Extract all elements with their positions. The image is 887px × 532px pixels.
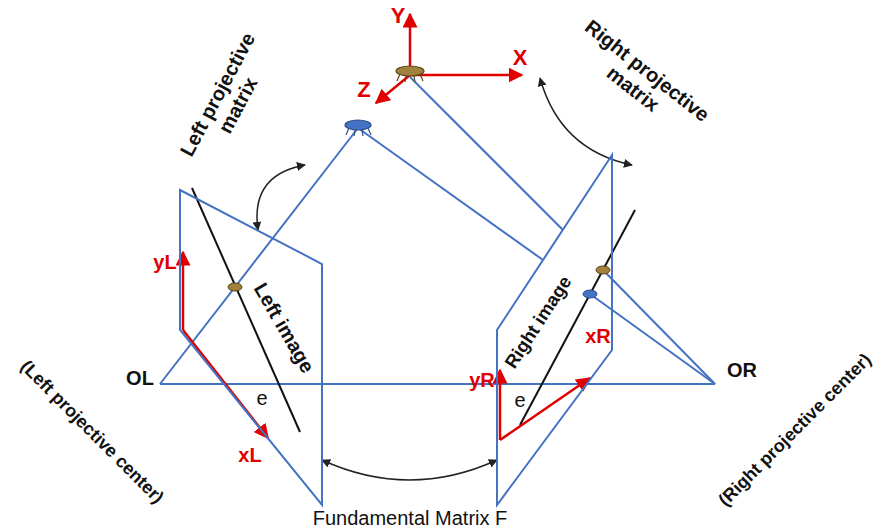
bug-ray	[358, 128, 543, 260]
object-brown	[396, 66, 424, 82]
fundamental-arrow	[322, 460, 497, 480]
annotation-label: Right projective matrix	[558, 9, 722, 151]
epipolar-lines	[192, 188, 635, 432]
left-ray	[160, 128, 358, 384]
image-plane-label: Right image	[500, 272, 575, 372]
plane-shape	[180, 190, 322, 505]
curved-arrow	[257, 165, 305, 230]
leg	[414, 76, 415, 82]
image-point	[228, 283, 242, 291]
annotation-label: xL	[238, 444, 261, 467]
annotation-label: Y	[391, 3, 406, 28]
annotation-label: yL	[153, 251, 176, 274]
annotation-label: OR	[727, 359, 757, 382]
leg	[362, 130, 363, 136]
curved-arrows	[257, 78, 632, 230]
object-body	[345, 120, 371, 130]
leg	[397, 74, 400, 81]
plane-shape	[497, 155, 612, 505]
leg	[368, 128, 371, 135]
right-x-axis	[500, 378, 590, 440]
object-ray	[410, 77, 563, 230]
left-y-axis	[182, 252, 185, 330]
annotation-label: Left projective matrix	[172, 23, 283, 177]
right-y-axis	[499, 370, 502, 440]
annotation-label: e	[256, 387, 267, 410]
annotation-label: yR	[469, 369, 495, 392]
world-z-axis	[376, 75, 410, 103]
annotation-label: e	[514, 389, 525, 412]
annotation-label: X	[513, 45, 528, 70]
world-x-axis	[410, 74, 522, 77]
annotation-label: OL	[126, 367, 154, 390]
image-point	[596, 266, 610, 274]
projection-rays	[160, 77, 715, 384]
image-point	[583, 290, 597, 298]
edge-label: Fundamental Matrix F	[313, 507, 508, 530]
image-plane-label: Left image	[249, 279, 319, 377]
baseline	[160, 383, 715, 385]
annotation-label: xR	[585, 325, 611, 348]
leg	[354, 130, 355, 136]
right-ray	[603, 270, 715, 384]
object-body	[396, 66, 424, 76]
leg	[405, 76, 406, 82]
annotation-label: Z	[357, 77, 370, 102]
object-blue	[345, 120, 371, 136]
leg	[420, 74, 423, 81]
